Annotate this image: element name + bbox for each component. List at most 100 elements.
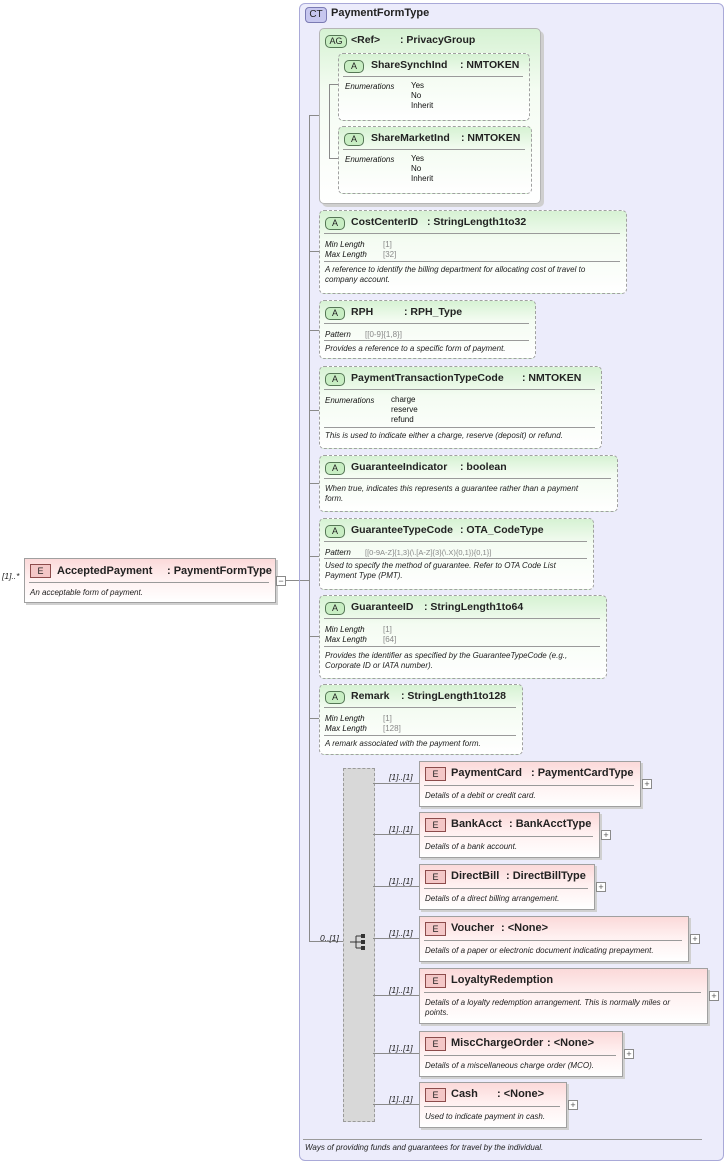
connector-line (300, 580, 310, 581)
root-element-name: AcceptedPayment (57, 565, 153, 577)
connector-line (286, 580, 300, 581)
enumerations-label: Enumerations (325, 396, 375, 405)
attribute-box[interactable]: A PaymentTransactionTypeCode : NMTOKEN E… (319, 366, 602, 449)
attribute-name: CostCenterID (351, 216, 419, 228)
facet-label: Min Length (325, 625, 365, 634)
element-box[interactable]: E LoyaltyRedemption Details of a loyalty… (419, 968, 708, 1024)
divider (324, 478, 611, 479)
divider (424, 785, 634, 786)
attribute-desc: Provides a reference to a specific form … (325, 344, 506, 353)
expand-toggle[interactable]: + (642, 779, 652, 789)
divider (324, 558, 587, 559)
connector-line (309, 330, 320, 331)
element-box[interactable]: E BankAcct : BankAcctType Details of a b… (419, 812, 600, 858)
root-element-box[interactable]: E AcceptedPayment : PaymentFormType An a… (24, 558, 276, 603)
element-multiplicity: [1]..[1] (389, 772, 413, 782)
divider (324, 707, 516, 708)
element-desc: points. (425, 1008, 449, 1017)
element-type: : <None> (501, 922, 549, 934)
choice-icon (350, 934, 365, 950)
enum-value: No (411, 164, 422, 173)
divider (424, 836, 593, 837)
element-badge: E (425, 1088, 446, 1102)
attribute-box[interactable]: A GuaranteeTypeCode : OTA_CodeType Patte… (319, 518, 594, 590)
enum-value: Inherit (411, 174, 434, 183)
expand-toggle[interactable]: + (709, 991, 719, 1001)
element-box[interactable]: E DirectBill : DirectBillType Details of… (419, 864, 595, 910)
attribute-type: : NMTOKEN (460, 59, 520, 71)
attribute-group-type: : PrivacyGroup (400, 34, 476, 46)
facet-label: Min Length (325, 714, 365, 723)
divider (324, 261, 620, 262)
attribute-desc: Used to specify the method of guarantee.… (325, 561, 556, 570)
element-box[interactable]: E Voucher : <None> Details of a paper or… (419, 916, 689, 962)
attribute-desc: Payment Type (PMT). (325, 571, 403, 580)
attribute-desc: When true, indicates this represents a g… (325, 484, 579, 493)
enum-value: charge (391, 395, 416, 404)
attribute-type: : NMTOKEN (461, 132, 521, 144)
divider (324, 389, 595, 390)
attribute-box[interactable]: A ShareMarketInd : NMTOKEN Enumerations … (338, 126, 532, 194)
element-name: PaymentCard (451, 767, 522, 779)
attribute-box[interactable]: A GuaranteeID : StringLength1to64 Min Le… (319, 595, 607, 679)
connector-line (373, 1053, 419, 1054)
attribute-badge: A (325, 602, 345, 615)
attribute-box[interactable]: A GuaranteeIndicator : boolean When true… (319, 455, 618, 512)
connector-line (309, 410, 320, 411)
collapse-toggle[interactable]: − (276, 576, 286, 586)
attribute-name: ShareMarketInd (371, 132, 450, 144)
attribute-badge: A (325, 525, 345, 538)
attribute-box[interactable]: A RPH : RPH_Type Pattern [[0-9]{1,8}] Pr… (319, 300, 536, 359)
attribute-box[interactable]: A Remark : StringLength1to128 Min Length… (319, 684, 523, 755)
attribute-group-badge: AG (325, 35, 347, 48)
connector-line (373, 1104, 419, 1105)
element-type: : PaymentCardType (531, 767, 634, 779)
element-box[interactable]: E Cash : <None> Used to indicate payment… (419, 1082, 567, 1128)
element-badge: E (425, 1037, 446, 1051)
facet-value: [32] (383, 250, 397, 259)
connector-line (309, 251, 320, 252)
divider (324, 541, 587, 542)
facet-value: [128] (383, 724, 401, 733)
element-desc: Details of a paper or electronic documen… (425, 946, 654, 955)
facet-value: [[0-9A-Z]{1,3}(\.[A-Z]{3}(\.X){0,1}){0,1… (365, 548, 492, 557)
element-box[interactable]: E MiscChargeOrder : <None> Details of a … (419, 1031, 623, 1077)
enum-value: refund (391, 415, 414, 424)
expand-toggle[interactable]: + (690, 934, 700, 944)
attribute-box[interactable]: A CostCenterID : StringLength1to32 Min L… (319, 210, 627, 294)
facet-label: Min Length (325, 240, 365, 249)
element-multiplicity: [1]..[1] (389, 928, 413, 938)
attribute-badge: A (325, 217, 345, 230)
divider (324, 323, 529, 324)
expand-toggle[interactable]: + (624, 1049, 634, 1059)
attribute-box[interactable]: A ShareSynchInd : NMTOKEN Enumerations Y… (338, 53, 530, 121)
divider (324, 646, 600, 647)
element-name: BankAcct (451, 818, 502, 830)
attribute-name: GuaranteeID (351, 601, 414, 613)
enumerations-label: Enumerations (345, 82, 395, 91)
connector-line (373, 783, 419, 784)
element-type: : BankAcctType (509, 818, 592, 830)
root-element-desc: An acceptable form of payment. (30, 588, 143, 597)
choice-compositor[interactable] (343, 768, 375, 1122)
element-badge: E (30, 564, 51, 578)
expand-toggle[interactable]: + (601, 830, 611, 840)
enum-value: Yes (411, 154, 425, 163)
element-badge: E (425, 818, 446, 832)
divider (324, 427, 595, 428)
facet-label: Pattern (325, 548, 351, 557)
facet-value: [[0-9]{1,8}] (365, 330, 402, 339)
connector-line (329, 84, 330, 158)
divider (324, 233, 620, 234)
element-badge: E (425, 870, 446, 884)
facet-label: Max Length (325, 635, 367, 644)
element-type: : <None> (497, 1088, 545, 1100)
attribute-group-ref: <Ref> (351, 34, 381, 46)
element-multiplicity: [1]..[1] (389, 1094, 413, 1104)
facet-value: [1] (383, 714, 392, 723)
element-box[interactable]: E PaymentCard : PaymentCardType Details … (419, 761, 641, 807)
divider (424, 1055, 616, 1056)
expand-toggle[interactable]: + (596, 882, 606, 892)
expand-toggle[interactable]: + (568, 1100, 578, 1110)
divider (424, 1106, 560, 1107)
